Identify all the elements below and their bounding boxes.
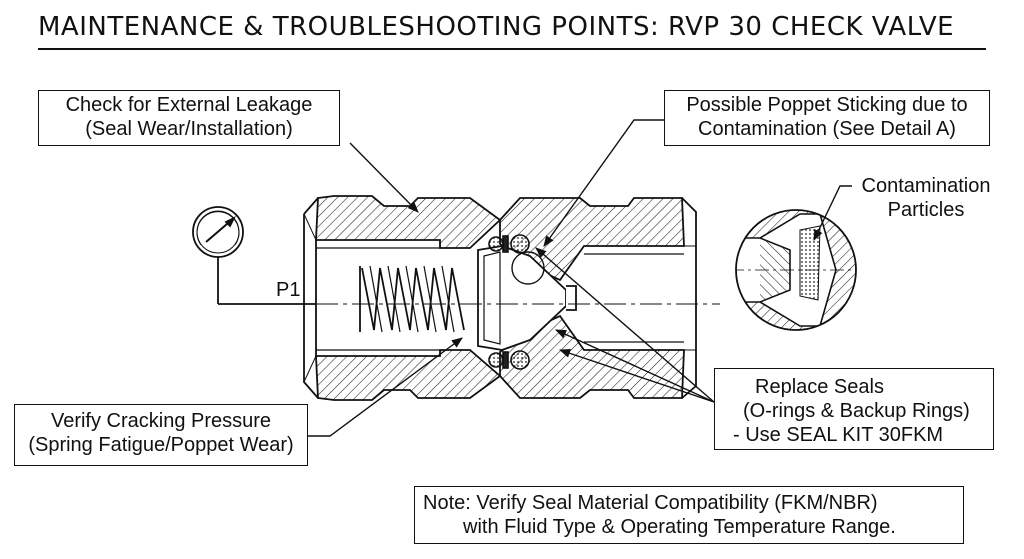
callout-cracking-pressure: Verify Cracking Pressure (Spring Fatigue…: [14, 404, 308, 466]
page-title: MAINTENANCE & TROUBLESHOOTING POINTS: RV…: [38, 12, 955, 42]
callout-poppet-sticking-line2: Contamination (See Detail A): [698, 118, 956, 140]
callout-replace-seals-line3: - Use SEAL KIT 30FKM: [733, 424, 944, 446]
callout-poppet-sticking: Possible Poppet Sticking due to Contamin…: [664, 90, 990, 146]
pressure-gauge-icon: [192, 206, 316, 305]
valve-body: [303, 195, 697, 401]
callout-replace-seals: Replace Seals (O-rings & Backup Rings) -…: [714, 368, 994, 450]
detail-a-marker: [511, 251, 545, 285]
title-underline: [38, 48, 986, 50]
callout-replace-seals-line2: (O-rings & Backup Rings): [743, 400, 970, 422]
callout-cracking-pressure-line2: (Spring Fatigue/Poppet Wear): [28, 434, 294, 456]
callout-poppet-sticking-line1: Possible Poppet Sticking due to: [686, 94, 968, 116]
callout-external-leakage-line1: Check for External Leakage: [65, 94, 313, 116]
detail-contamination-label: Contamination Particles: [852, 174, 1000, 222]
callout-external-leakage-line2: (Seal Wear/Installation): [85, 118, 293, 140]
callout-external-leakage: Check for External Leakage (Seal Wear/In…: [38, 90, 340, 146]
detail-label-line2: Particles: [887, 199, 965, 221]
o-rings: [488, 234, 530, 370]
note-line1: Note: Verify Seal Material Compatibility…: [423, 492, 878, 514]
note-line2: with Fluid Type & Operating Temperature …: [463, 516, 896, 538]
callout-replace-seals-line1: Replace Seals: [755, 376, 884, 398]
spring: [359, 265, 465, 333]
leader-lines: [306, 119, 715, 437]
gauge-label-p1: P1: [276, 279, 301, 301]
detail-label-line1: Contamination: [861, 175, 991, 197]
note-box: Note: Verify Seal Material Compatibility…: [414, 486, 964, 544]
detail-a-view: [735, 185, 857, 331]
callout-cracking-pressure-line1: Verify Cracking Pressure: [50, 410, 272, 432]
